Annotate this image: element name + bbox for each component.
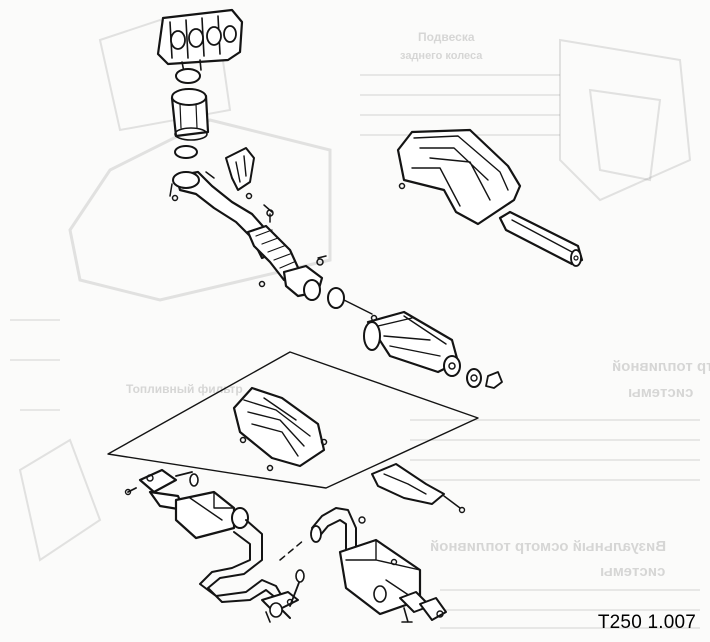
ghost-line: Подвеска	[418, 30, 475, 44]
figure-code: T250 1.007	[597, 612, 696, 633]
front-heat-shield	[396, 128, 522, 226]
assembly-outline	[107, 351, 479, 489]
center-heat-shield	[232, 386, 328, 472]
right-muffler-assembly	[310, 507, 447, 623]
converter-gasket	[174, 145, 198, 159]
manifold-gasket	[175, 68, 201, 84]
rear-heat-shield	[371, 463, 466, 514]
heat-shield-bracket	[225, 147, 255, 200]
center-flange-gaskets	[303, 279, 378, 322]
converter-rear-gasket	[466, 368, 503, 389]
ghost-line: заднего колеса	[400, 50, 483, 62]
manifold-converter	[170, 88, 210, 141]
exhaust-manifold	[156, 8, 244, 73]
intermediate-pipe	[498, 210, 584, 267]
ghost-line: Топливный фильтр	[126, 382, 243, 396]
ghost-car-outline	[10, 18, 700, 629]
pipe-cut-line	[279, 539, 305, 561]
catalytic-converter	[363, 310, 461, 377]
left-muffler-assembly	[124, 468, 305, 623]
